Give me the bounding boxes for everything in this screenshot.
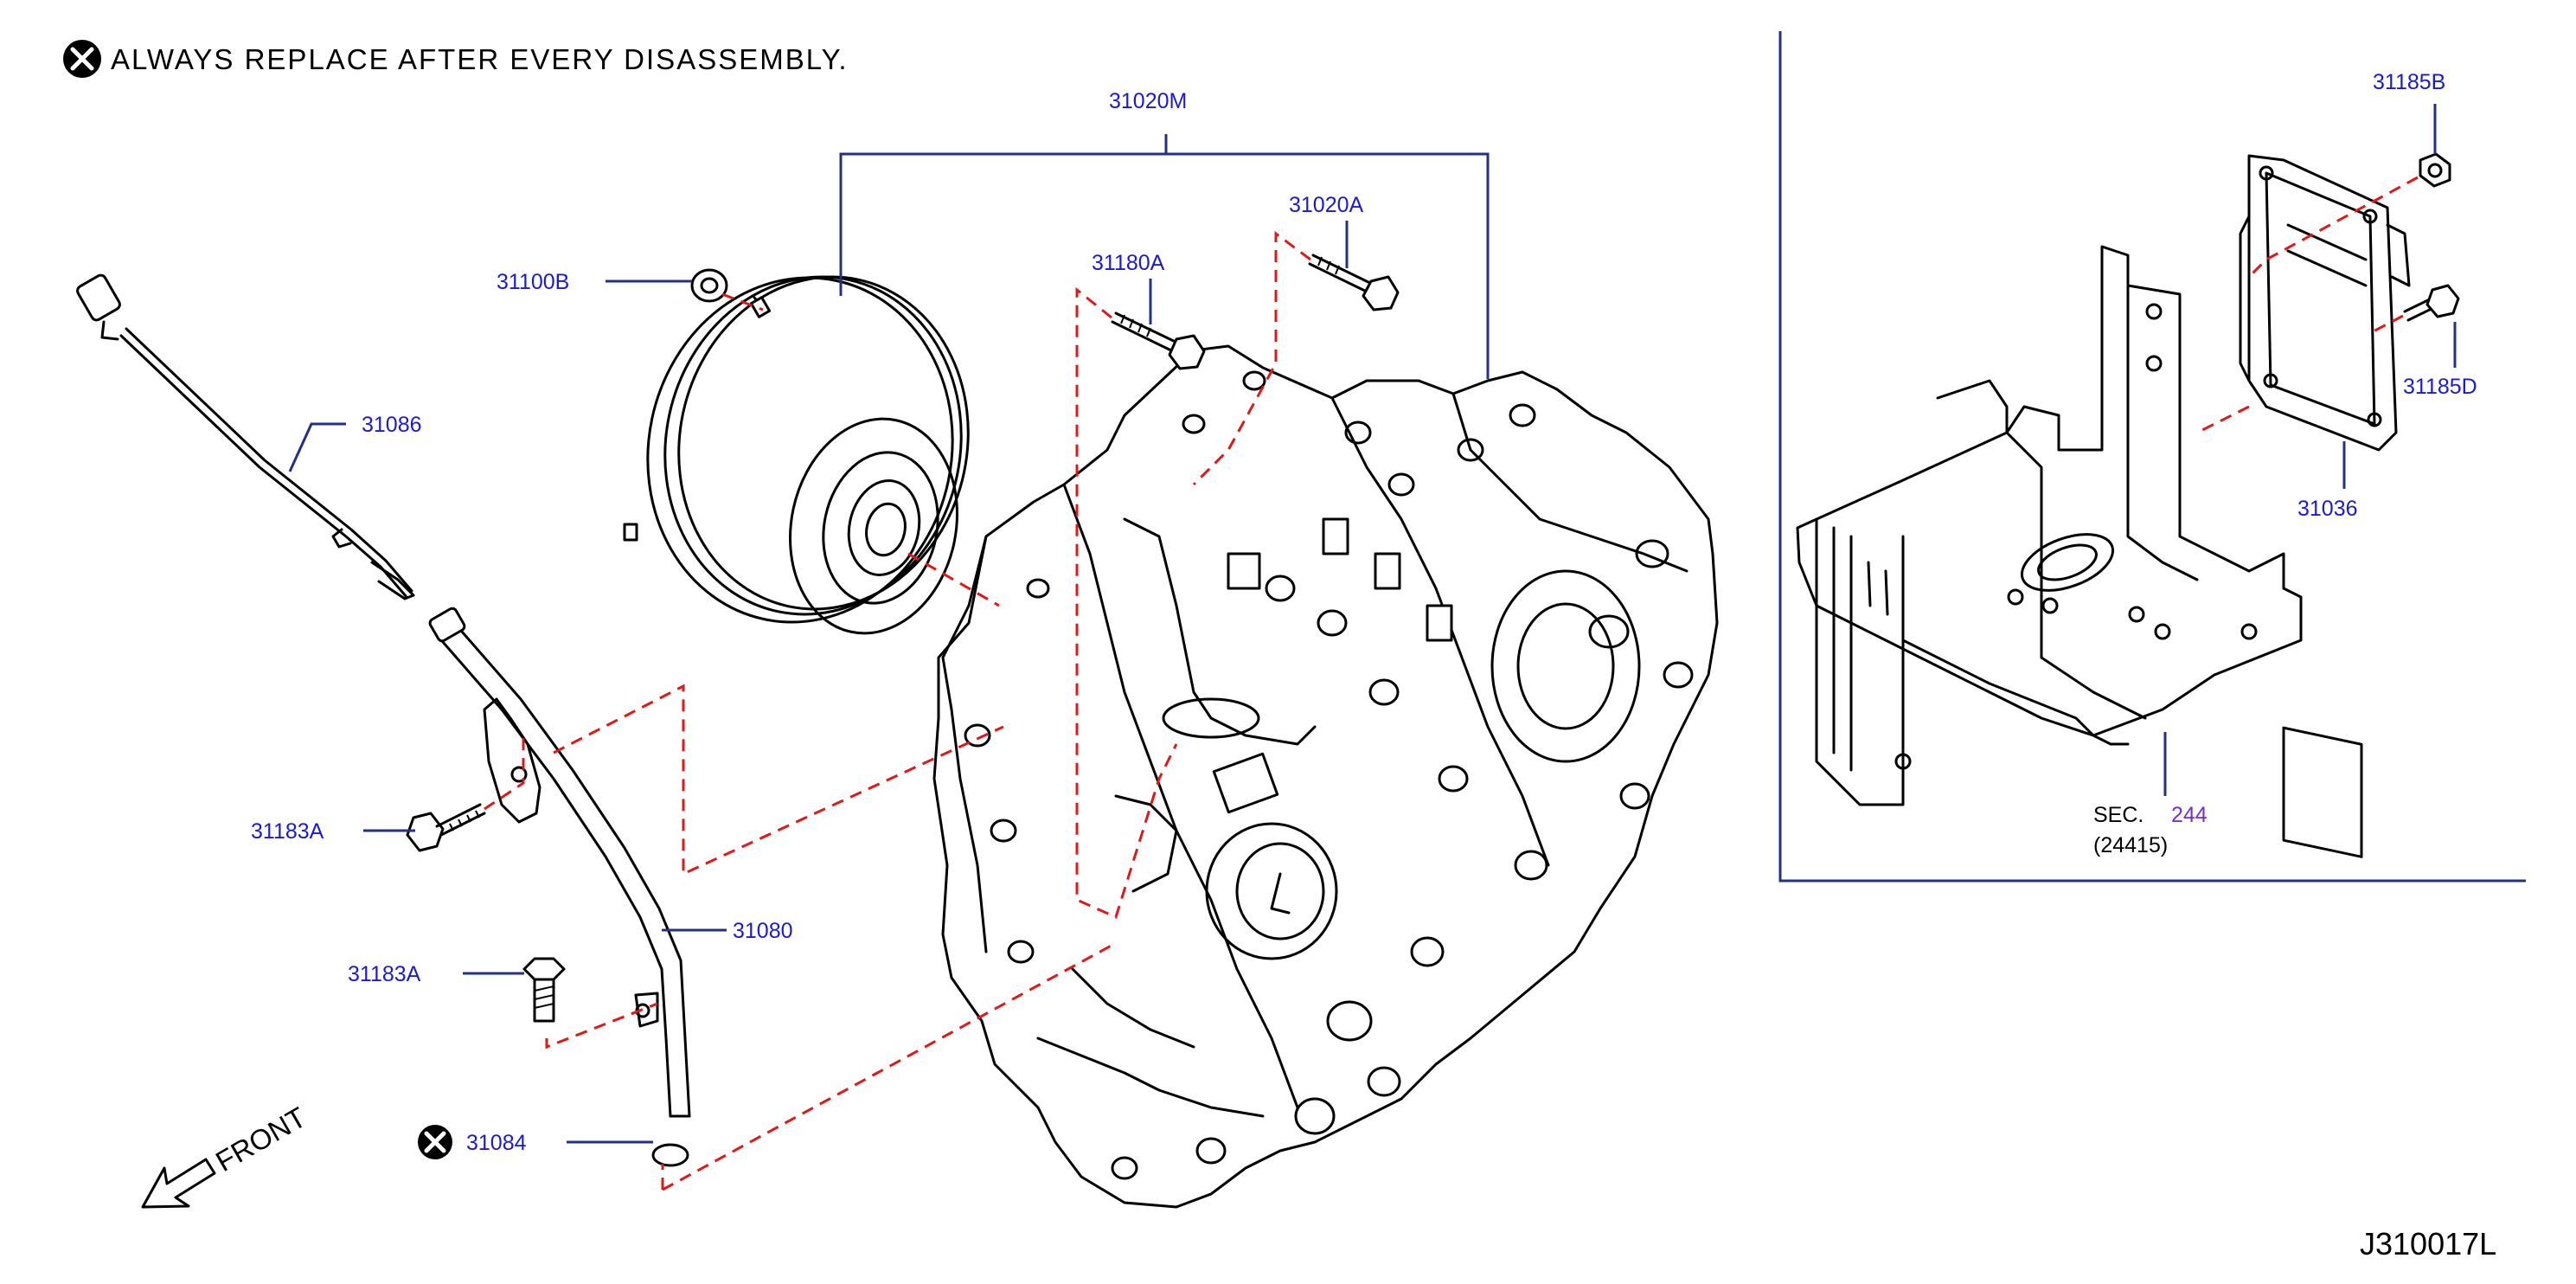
bracket-bolt-2-part [522, 957, 566, 1023]
dash-converter-to-case [907, 552, 1000, 607]
section-reference: SEC. 244 (24415) [2093, 803, 2208, 857]
o-ring-callout-group: 31084 [418, 1125, 527, 1159]
leader-dipstick [288, 422, 346, 472]
callout-control-unit: 31036 [2297, 497, 2358, 521]
cap-part [690, 268, 728, 303]
replace-note: ALWAYS REPLACE AFTER EVERY DISASSEMBLY. [63, 40, 849, 78]
replace-x-mark [70, 47, 94, 71]
section-number: 244 [2171, 803, 2208, 827]
dash-nut [2196, 176, 2419, 434]
transmission-case [932, 344, 1719, 1209]
callout-charging-tube: 31080 [733, 919, 793, 943]
o-ring-part [651, 1143, 689, 1167]
charging-tube [428, 607, 691, 1118]
dash-bolt-b [1075, 286, 1178, 920]
control-unit-bracket [1796, 245, 2303, 806]
callout-cap: 31100B [497, 270, 569, 294]
dash-bolt-a [1192, 231, 1311, 486]
dash-bolt-d [2369, 314, 2404, 335]
section-sub: (24415) [2093, 833, 2168, 857]
front-label: FRONT [210, 1101, 311, 1178]
bolt-b-part [1111, 311, 1206, 370]
bolt-a-part [1308, 254, 1400, 311]
control-unit-panel-frame [1778, 31, 2526, 883]
o-ring-replace-x-mark [424, 1131, 446, 1153]
bolt-d-part [2403, 284, 2460, 322]
torque-converter [623, 275, 970, 635]
dipstick [76, 273, 415, 600]
callout-bolt-b: 31180A [1092, 251, 1165, 275]
front-arrow-icon [141, 1158, 216, 1209]
replace-note-text: ALWAYS REPLACE AFTER EVERY DISASSEMBLY. [111, 43, 849, 75]
front-indicator: FRONT [141, 1101, 311, 1209]
callout-bracket-bolt-1: 31183A [251, 819, 324, 844]
callout-dipstick: 31086 [362, 413, 422, 437]
dash-cap-to-converter [721, 292, 764, 311]
leader-torque-converter-assy [839, 134, 1490, 379]
diagram-code: J310017L [2360, 1226, 2496, 1262]
control-unit-module [2239, 154, 2411, 858]
callout-bracket-bolt-2: 31183A [348, 962, 421, 986]
dash-bracket-bolt-2 [545, 1002, 658, 1050]
callout-nut: 31185B [2373, 70, 2445, 94]
callout-bolt-a: 31020A [1289, 193, 1364, 217]
callout-o-ring: 31084 [466, 1131, 527, 1155]
nut-part [2419, 152, 2451, 188]
callout-bolt-d: 31185D [2403, 375, 2477, 399]
dash-tube-bracket [553, 684, 1004, 876]
bracket-bolt-1-part [406, 803, 486, 852]
section-prefix: SEC. [2093, 803, 2143, 827]
dash-o-ring [661, 941, 1117, 1191]
dash-bracket-bolt-1 [484, 735, 525, 811]
callout-torque-converter-assy: 31020M [1109, 89, 1187, 113]
